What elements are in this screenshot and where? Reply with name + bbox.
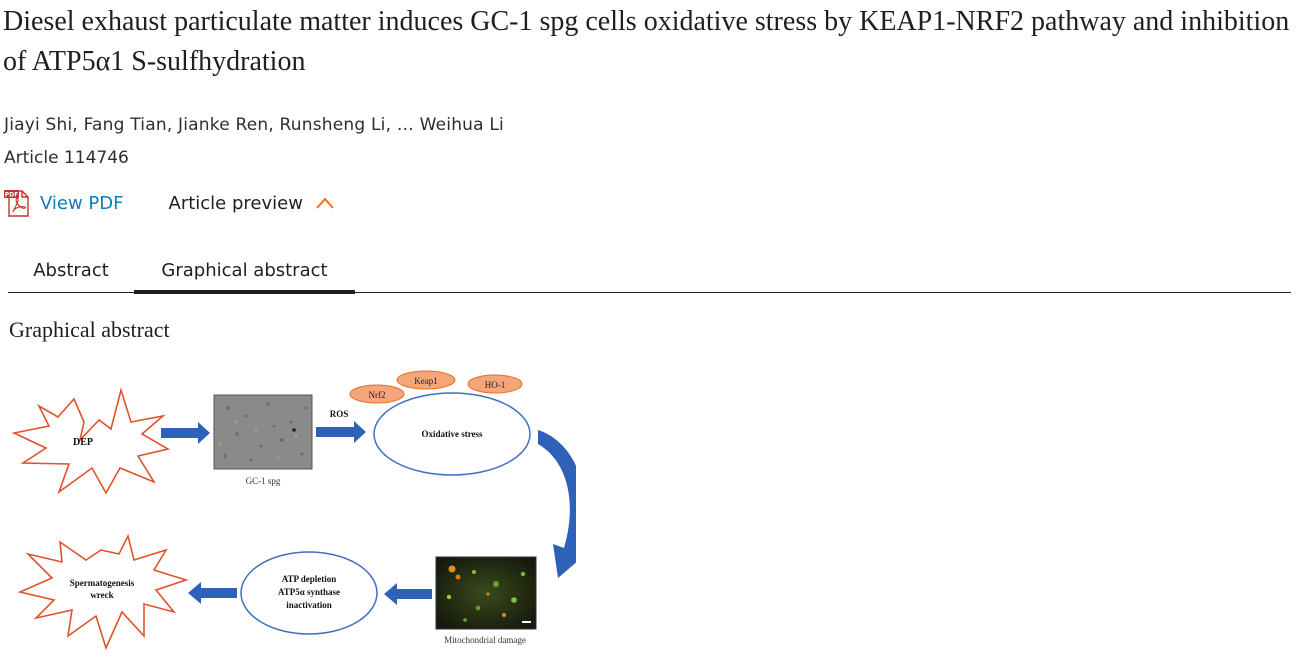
keap1-label: Keap1	[414, 376, 438, 386]
cell-texture	[223, 402, 308, 462]
tab-abstract[interactable]: Abstract	[33, 260, 109, 281]
article-actions: PDF View PDF Article preview	[4, 188, 335, 218]
keap1-pill	[396, 370, 456, 390]
pdf-icon-text: PDF	[5, 192, 18, 199]
ho1-pill	[467, 374, 523, 394]
curved-arrow-to-mito	[538, 430, 576, 578]
atp-line-3: inactivation	[286, 600, 332, 610]
section-heading: Graphical abstract	[9, 317, 170, 342]
author-list: Jiayi Shi, Fang Tian, Jianke Ren, Runshe…	[4, 115, 504, 135]
article-preview-toggle[interactable]: Article preview	[169, 193, 335, 214]
atp-line-1: ATP depletion	[282, 574, 337, 584]
atp-depletion-node	[240, 551, 378, 635]
arrow-mito-to-atp	[384, 583, 432, 605]
dep-label: DEP	[73, 437, 93, 448]
graphical-abstract-figure[interactable]: DEP GC-1 spg ROS Oxidative stress Nrf2 K…	[6, 364, 576, 660]
chevron-up-icon	[316, 197, 334, 209]
sperm-line-1: Spermatogenesis	[70, 578, 135, 588]
article-title[interactable]: Diesel exhaust particulate matter induce…	[3, 6, 1290, 77]
mito-texture	[446, 565, 526, 622]
gc1-spg-cell-image	[213, 394, 313, 470]
ros-label: ROS	[330, 409, 349, 419]
article-number: Article 114746	[4, 148, 129, 168]
view-pdf-link[interactable]: PDF View PDF	[4, 188, 124, 218]
dep-starburst	[11, 387, 171, 495]
tab-bar: Abstract Graphical abstract	[8, 256, 1291, 294]
arrow-dep-to-cells	[161, 422, 210, 444]
view-pdf-label: View PDF	[40, 192, 124, 214]
tab-graphical-abstract[interactable]: Graphical abstract	[134, 256, 355, 294]
nrf2-pill	[349, 384, 405, 404]
arrow-atp-to-sperm	[188, 582, 237, 604]
pdf-file-icon: PDF	[4, 190, 29, 217]
sperm-line-2: wreck	[90, 590, 113, 600]
oxidative-stress-node	[373, 392, 531, 476]
atp-line-2: ATP5α synthase	[278, 587, 340, 597]
oxidative-stress-label: Oxidative stress	[421, 429, 483, 439]
cell-caption: GC-1 spg	[246, 476, 281, 486]
spermatogenesis-starburst	[17, 533, 189, 651]
arrow-cells-to-oxidative	[316, 421, 366, 443]
mito-caption: Mitochondrial damage	[444, 635, 526, 645]
ho1-label: HO-1	[485, 380, 506, 390]
article-preview-label: Article preview	[168, 192, 303, 214]
nrf2-label: Nrf2	[369, 390, 386, 400]
